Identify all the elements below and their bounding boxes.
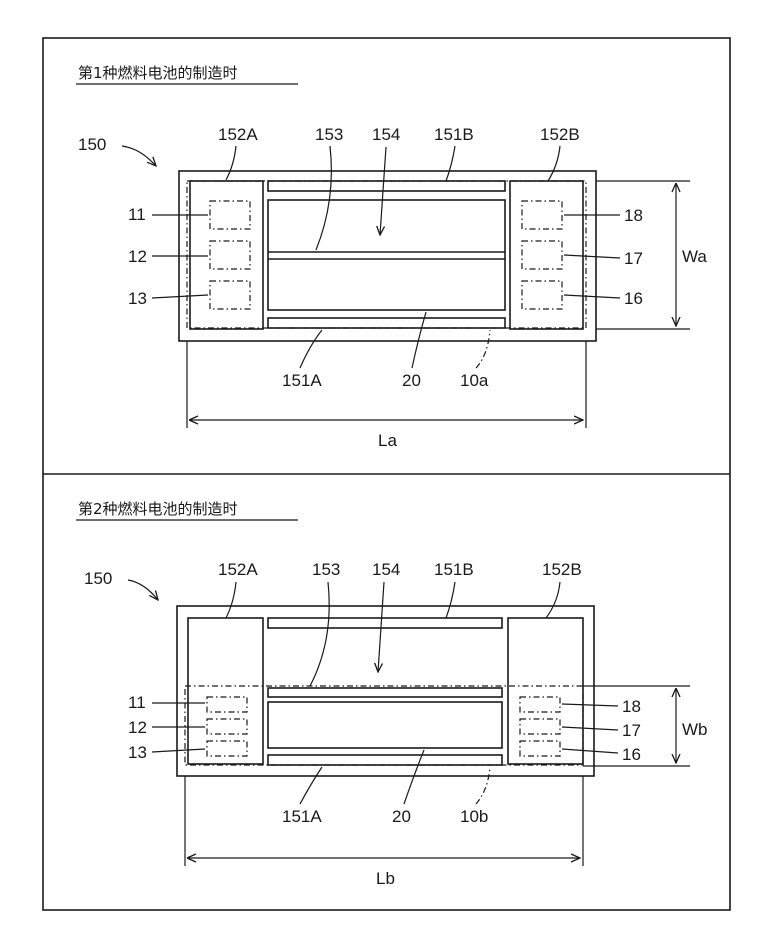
label-151B-2: 151B — [434, 560, 474, 579]
leader-20-2 — [404, 750, 424, 804]
box-13 — [210, 281, 250, 309]
panel-2: 第2种燃料电池的制造时 150 152A 153 154 151B 152B — [76, 500, 708, 888]
box-18-2 — [520, 697, 560, 712]
box-18 — [522, 201, 562, 229]
module-152B-2 — [508, 618, 583, 764]
label-12-2: 12 — [128, 718, 147, 737]
box-12 — [210, 241, 250, 269]
leader-17 — [564, 255, 620, 258]
label-13: 13 — [128, 289, 147, 308]
label-152B-2: 152B — [542, 560, 582, 579]
label-16: 16 — [624, 289, 643, 308]
label-20: 20 — [402, 371, 421, 390]
cell-10a-boundary — [187, 181, 586, 328]
bar-151B-2 — [268, 618, 502, 628]
arrow-154-2 — [378, 582, 384, 672]
label-152B: 152B — [540, 125, 580, 144]
bar-151A-2 — [268, 755, 502, 765]
bar-151A — [268, 318, 505, 328]
leader-151B — [446, 146, 455, 181]
label-16-2: 16 — [622, 745, 641, 764]
electrode-region-2 — [268, 702, 502, 748]
label-11-2: 11 — [128, 693, 146, 712]
electrode-top-strip-2 — [268, 688, 502, 697]
leader-153 — [316, 146, 331, 250]
box-17 — [522, 241, 562, 269]
leader-10a — [476, 330, 490, 368]
label-150-2: 150 — [84, 569, 112, 588]
leader-16-2 — [562, 749, 618, 753]
label-150: 150 — [78, 135, 106, 154]
label-La: La — [378, 431, 397, 450]
leader-20 — [412, 312, 426, 368]
label-13-2: 13 — [128, 743, 147, 762]
leader-17-2 — [562, 727, 618, 730]
box-17-2 — [520, 719, 560, 734]
label-18: 18 — [624, 206, 643, 225]
box-16 — [522, 281, 562, 309]
leader-13 — [152, 295, 208, 298]
box-16-2 — [520, 741, 560, 756]
label-10a: 10a — [460, 371, 489, 390]
label-152A: 152A — [218, 125, 258, 144]
label-151A-2: 151A — [282, 807, 322, 826]
leader-151A-2 — [300, 767, 322, 804]
label-Wb: Wb — [682, 720, 708, 739]
label-154: 154 — [372, 125, 400, 144]
label-153: 153 — [315, 125, 343, 144]
box-13-2 — [207, 741, 247, 756]
box-11 — [210, 201, 250, 229]
label-20-2: 20 — [392, 807, 411, 826]
leader-153-2 — [310, 582, 329, 686]
label-12: 12 — [128, 247, 147, 266]
box-11-2 — [207, 697, 247, 712]
label-18-2: 18 — [622, 697, 641, 716]
device-150-frame-2 — [177, 606, 594, 776]
label-154-2: 154 — [372, 560, 400, 579]
leader-13-2 — [152, 749, 205, 752]
device-150-frame — [179, 171, 596, 341]
leader-152A-2 — [226, 582, 236, 618]
panel-1: 第1种燃料电池的制造时 150 152A 153 154 — [76, 64, 707, 450]
leader-152B-2 — [546, 582, 560, 618]
label-17: 17 — [624, 249, 643, 268]
leader-152A — [226, 146, 236, 180]
leader-18-2 — [562, 704, 618, 706]
module-152A — [190, 181, 263, 329]
leader-151B-2 — [446, 582, 455, 618]
leader-150-2 — [128, 580, 158, 600]
leader-151A — [300, 330, 322, 368]
panel-1-caption: 第1种燃料电池的制造时 — [78, 64, 238, 82]
electrode-region — [268, 200, 505, 310]
label-10b: 10b — [460, 807, 488, 826]
label-151A: 151A — [282, 371, 322, 390]
label-153-2: 153 — [312, 560, 340, 579]
leader-150 — [122, 146, 156, 166]
label-152A-2: 152A — [218, 560, 258, 579]
bar-151B — [268, 181, 505, 191]
panel-2-caption: 第2种燃料电池的制造时 — [78, 500, 238, 518]
label-11: 11 — [128, 205, 146, 224]
leader-10b — [476, 767, 490, 804]
leader-16 — [564, 295, 620, 298]
leader-152B — [548, 146, 560, 181]
cell-10b-boundary — [185, 686, 583, 765]
label-151B: 151B — [434, 125, 474, 144]
label-Lb: Lb — [376, 869, 395, 888]
label-Wa: Wa — [682, 247, 707, 266]
module-152A-2 — [188, 618, 263, 764]
box-12-2 — [207, 719, 247, 734]
label-17-2: 17 — [622, 721, 641, 740]
